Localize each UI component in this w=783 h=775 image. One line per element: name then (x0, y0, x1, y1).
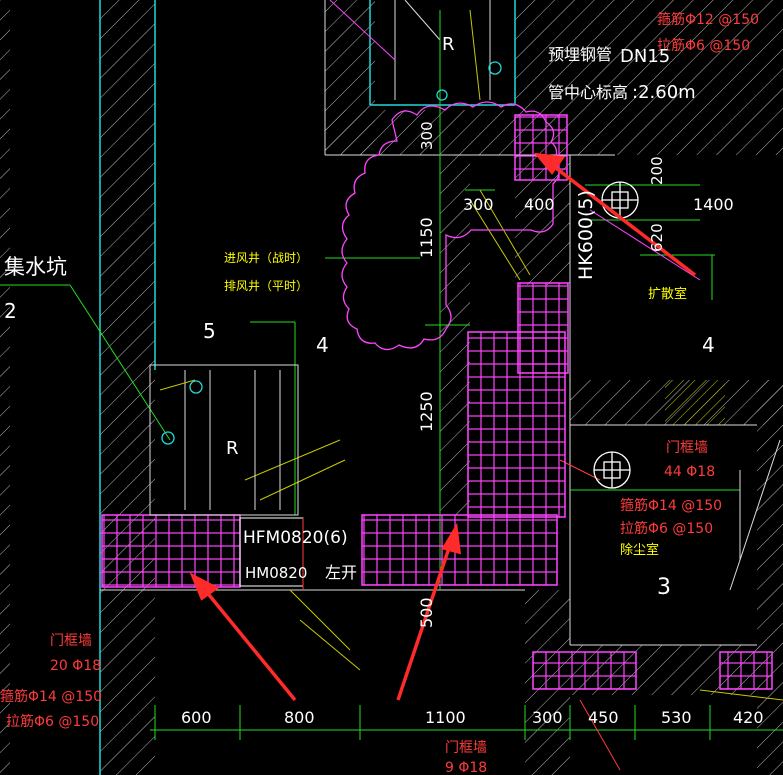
rebar-block-door-left (101, 514, 241, 588)
door-main: HFM0820(6) (243, 528, 348, 548)
dim-bottom-530: 530 (661, 708, 692, 727)
room-number-4-right: 4 (702, 333, 715, 357)
right-column-rebar: 44 Φ18 (664, 464, 715, 480)
rebar-block-door-right (361, 514, 558, 586)
expansion-room: 扩散室 (648, 286, 687, 302)
dim-bottom-800: 800 (284, 708, 315, 727)
dim-bottom-300: 300 (532, 708, 563, 727)
dim-300-vertical: 300 (418, 121, 436, 150)
rebar-block-column (467, 331, 566, 518)
room-number-4-center: 4 (316, 333, 329, 357)
left-column-title: 门框墙 (50, 633, 92, 649)
left-column-stirrup: 箍筋Φ14 @150 (0, 688, 102, 705)
dim-620: 620 (648, 223, 666, 252)
rebar-block-bottom-2 (719, 651, 773, 690)
sump-code: 2 (4, 299, 17, 323)
dim-bottom-1100: 1100 (425, 708, 466, 727)
dim-1400: 1400 (693, 195, 734, 214)
right-column-stirrup: 箍筋Φ14 @150 (620, 497, 722, 514)
right-column-room: 除尘室 (620, 542, 659, 558)
stirrup-top: 箍筋Φ12 @150 (657, 11, 759, 28)
tie-top: 拉筋Φ6 @150 (657, 37, 750, 54)
left-column-tie: 拉筋Φ6 @150 (6, 713, 99, 730)
column-symbol-right (593, 451, 631, 489)
hk-label: HK600(5) (575, 190, 597, 280)
pipe-size: DN15 (620, 46, 670, 67)
room-number-3: 3 (657, 575, 671, 600)
shaft-inlet: 进风井（战时） (224, 251, 308, 265)
dim-bottom-450: 450 (588, 708, 619, 727)
dim-1150: 1150 (417, 217, 436, 258)
dim-400: 400 (524, 195, 555, 214)
dim-bottom-420: 420 (733, 708, 764, 727)
room-r-mid: R (226, 438, 239, 459)
dim-500: 500 (417, 597, 436, 628)
room-r-top: R (442, 34, 455, 55)
embedded-pipe: 预埋钢管 (548, 45, 612, 64)
revision-cloud (341, 101, 560, 351)
pipe-center-elev: 管中心标高 (548, 83, 628, 102)
door-frame (239, 517, 304, 590)
dim-200: 200 (648, 156, 666, 185)
right-column-title: 门框墙 (666, 440, 708, 456)
bottom-column-rebar: 9 Φ18 (445, 760, 487, 775)
room-r-mid-box (149, 364, 299, 516)
shaft-exhaust: 排风井（平时） (224, 279, 308, 293)
pipe-elev-value: :2.60m (632, 82, 696, 103)
sump-name: 集水坑 (4, 255, 67, 279)
column-symbol-top (601, 181, 639, 219)
rebar-blocks (101, 114, 773, 690)
dim-bottom-600: 600 (181, 708, 212, 727)
room-number-5: 5 (203, 319, 216, 343)
bottom-column-title: 门框墙 (445, 740, 487, 756)
annotation-arrows (189, 152, 697, 702)
door-sub: HM0820 (245, 564, 307, 582)
left-column-rebar: 20 Φ18 (50, 658, 101, 674)
rebar-block-bottom-1 (532, 651, 637, 690)
pipe-circles (161, 61, 502, 445)
dim-1250: 1250 (417, 391, 436, 432)
door-open: 左开 (325, 563, 357, 582)
right-column-tie: 拉筋Φ6 @150 (620, 520, 713, 537)
dim-300-left: 300 (463, 195, 494, 214)
